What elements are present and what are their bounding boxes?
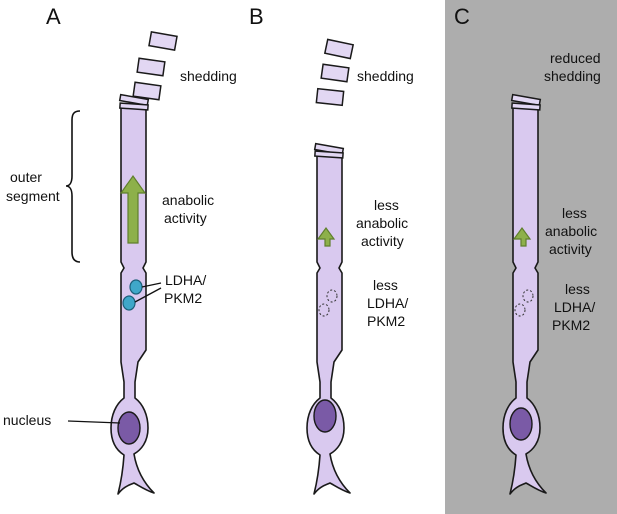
enzyme-leader-line [134,287,162,303]
activity-label-line-2: anabolic [545,223,597,239]
activity-label-line-2: anabolic [356,215,408,231]
panel-a: shedding outer segment anabolic activity… [3,30,237,495]
enzyme-label-line-1: less [373,277,398,293]
enzyme-label-line-2: LDHA/ [367,295,408,311]
tip-disc [119,102,149,111]
enzyme-label-line-1: less [565,281,590,297]
nucleus [313,399,337,433]
shed-disc [320,63,350,83]
shedding-label: shedding [180,68,237,84]
shed-disc [132,81,162,101]
anabolic-activity-arrow [316,226,336,247]
panel-a-letter: A [46,4,61,29]
nucleus [117,411,141,445]
nucleus-leader-line [67,420,121,424]
enzyme-label-line-2: LDHA/ [554,299,595,315]
panel-b-letter: B [249,4,264,29]
tip-disc [511,102,541,111]
ldha-pkm2-enzyme [122,295,136,311]
enzyme-label-line-3: PKM2 [552,317,590,333]
activity-label-line-1: less [374,197,399,213]
outer-segment-label-line-2: segment [6,188,60,204]
ldha-pkm2-reduced [514,303,526,317]
activity-label-line-1: less [562,205,587,221]
photoreceptor-cell [306,154,351,495]
shedding-label-line-1: reduced [550,50,601,66]
tip-disc [118,93,150,107]
panel-c-letter: C [454,4,470,29]
shedding-label: shedding [357,68,414,84]
shed-disc [315,87,345,107]
activity-label-line-3: activity [361,233,404,249]
activity-label-line-3: activity [549,241,592,257]
shed-disc [148,30,178,52]
outer-segment-bracket [65,110,81,263]
activity-label-line-1: anabolic [162,192,214,208]
enzyme-label-line-2: PKM2 [164,290,202,306]
tip-disc [510,93,542,107]
panel-c: reduced shedding less anabolic activity … [502,50,601,495]
shedding-label-line-2: shedding [544,68,601,84]
anabolic-activity-arrow [119,174,147,244]
ldha-pkm2-reduced [326,289,338,303]
ldha-pkm2-reduced [522,289,534,303]
nucleus-label: nucleus [3,412,51,428]
enzyme-label-line-1: LDHA/ [165,272,206,288]
ldha-pkm2-enzyme [129,279,143,295]
panel-b: shedding less anabolic activity less LDH… [306,38,414,495]
ldha-pkm2-reduced [318,303,330,317]
enzyme-leader-line [141,282,162,288]
outer-segment-label-line-1: outer [10,169,42,185]
nucleus [509,407,533,441]
tip-disc [314,150,344,159]
shed-disc [323,38,355,60]
shed-disc [136,57,166,77]
activity-label-line-2: activity [164,210,207,226]
enzyme-label-line-3: PKM2 [367,313,405,329]
anabolic-activity-arrow [512,226,532,247]
